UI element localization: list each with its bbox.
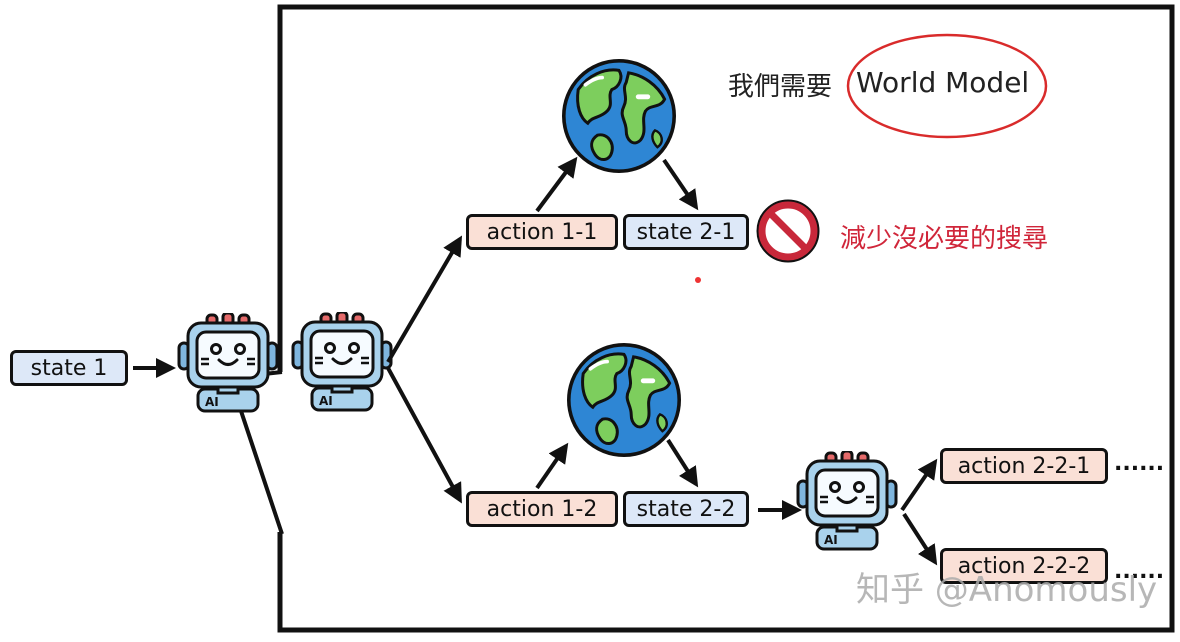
arrow-action12-to-globe2 <box>535 442 569 490</box>
node-action-2-2-1: action 2-2-1 <box>940 448 1108 484</box>
arrow-robot-to-action11 <box>386 235 463 364</box>
node-action-2-2-2: action 2-2-2 <box>940 548 1108 584</box>
node-action-1-2: action 1-2 <box>466 491 618 527</box>
arrow-action11-to-globe1 <box>535 156 578 213</box>
arrow-globe2-to-state22 <box>666 438 699 488</box>
robot-ai-icon-2 <box>291 312 393 412</box>
node-state-2-2: state 2-2 <box>623 491 749 527</box>
world-model-highlight-circle <box>846 33 1048 139</box>
node-state-2-1: state 2-1 <box>623 214 749 250</box>
robot-ai-icon-1 <box>177 313 279 413</box>
world-model-caption: 我們需要 <box>728 72 833 102</box>
watermark: 知乎 @Anomously <box>856 570 1158 610</box>
prohibited-icon <box>756 199 820 263</box>
globe-icon-1 <box>561 58 677 173</box>
robot-ai-icon-3 <box>796 451 898 551</box>
ellipsis-1: ...... <box>1114 451 1164 476</box>
world-model-label: World Model <box>856 66 1030 99</box>
arrow-robot-to-action221 <box>900 458 938 512</box>
arrow-robot-to-action12 <box>386 367 462 504</box>
pointer-dot <box>695 277 701 283</box>
ellipsis-2: ...... <box>1114 559 1164 584</box>
node-state-1: state 1 <box>10 350 128 386</box>
reduce-search-text: 減少沒必要的搜尋 <box>840 224 1049 254</box>
arrow-globe1-to-state21 <box>662 158 699 211</box>
node-action-1-1: action 1-1 <box>466 214 618 250</box>
frame-border <box>277 4 1175 633</box>
arrow-robot-to-action222 <box>902 512 938 566</box>
zoom-line-lower <box>238 407 284 535</box>
globe-icon-2 <box>566 342 682 458</box>
